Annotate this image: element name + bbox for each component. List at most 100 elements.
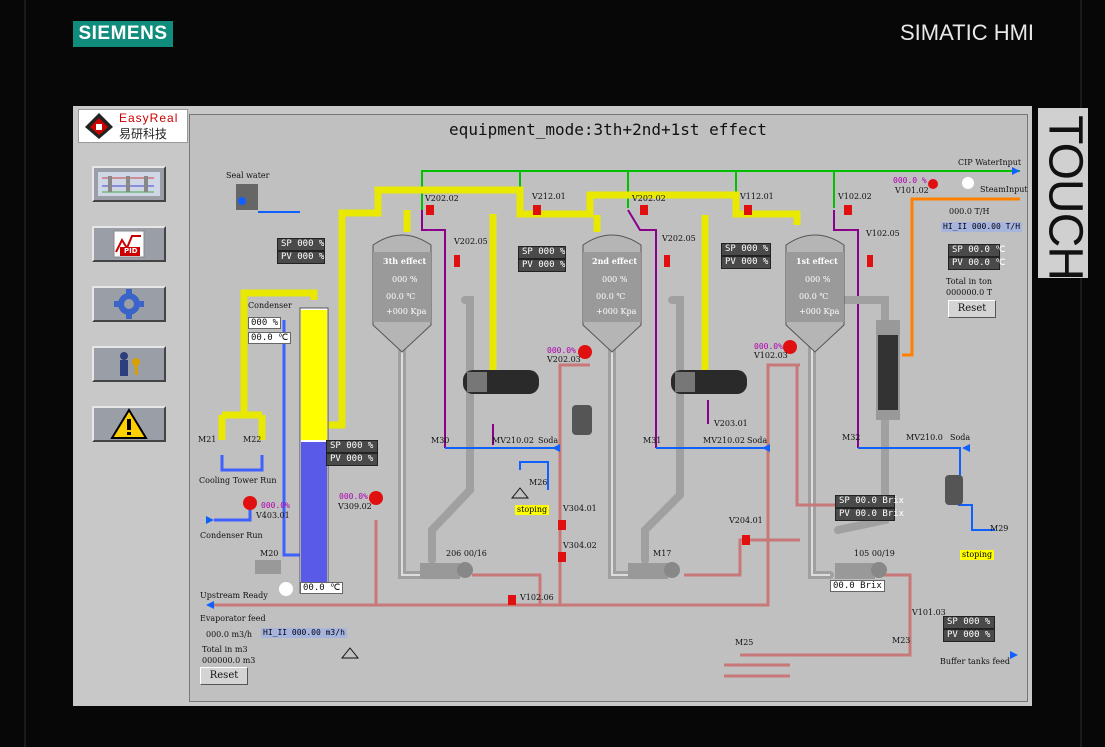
buffer-tanks-feed-label: Buffer tanks feed: [940, 657, 1010, 666]
sp-effect2[interactable]: SP 000 %: [518, 246, 566, 259]
effect1-temp: 00.0 ℃: [799, 292, 829, 301]
motor-m21[interactable]: M21: [198, 435, 217, 444]
effect2-label: 2nd effect: [592, 256, 638, 266]
valve-v304-02[interactable]: V304.02: [563, 541, 597, 550]
pv-steam: PV 00.0 ℃: [948, 257, 1005, 270]
soda-tank-2: [572, 405, 592, 435]
pv-effect2: PV 000 %: [518, 259, 566, 272]
steam-input-label: SteamInput: [980, 185, 1028, 194]
pid-button[interactable]: PID: [92, 226, 166, 262]
pump-3-label[interactable]: 206 00/16: [446, 549, 487, 558]
sp-column[interactable]: SP 000 %: [326, 440, 378, 453]
valve-mv210-02b[interactable]: MV210.02: [703, 436, 745, 445]
logo-mark-icon: [85, 113, 113, 139]
valve-v102-03[interactable]: V102.03: [754, 351, 788, 360]
valve-v204-01[interactable]: V204.01: [729, 516, 763, 525]
valve-v212-01[interactable]: V212.01: [532, 192, 566, 201]
reset-feed-button[interactable]: Reset: [200, 667, 248, 685]
total-ton-value: 000000.0 T: [946, 288, 993, 297]
pump-1-label[interactable]: 105 00/19: [854, 549, 895, 558]
sp-effect1[interactable]: SP 000 %: [721, 243, 771, 256]
motor-m30[interactable]: M30: [431, 436, 450, 445]
cooling-tower-run-label: Cooling Tower Run: [199, 476, 277, 485]
steam-flow: 000.0 T/H: [949, 207, 990, 216]
brix-value: 00.0 Brix: [830, 580, 885, 592]
valve-v403-01[interactable]: V403.01: [256, 511, 290, 520]
siemens-logo: SIEMENS: [73, 21, 173, 47]
soda-label-1: Soda: [950, 433, 971, 442]
motor-m20[interactable]: M20: [260, 549, 279, 558]
valve-v202-03[interactable]: V202.03: [547, 355, 581, 364]
user-login-button[interactable]: [92, 346, 166, 382]
status-stopping-2: stoping: [960, 550, 995, 560]
effect3-level: 000 %: [392, 275, 418, 284]
steam-line: [902, 197, 1020, 357]
pv-brix: PV 00.0 Brix: [835, 508, 904, 521]
valve-group: [243, 179, 938, 605]
valve-v203-01[interactable]: V203.01: [714, 419, 748, 428]
column-temp: 00.0 ℃: [300, 582, 344, 594]
warning-icon: [110, 408, 148, 439]
logo-text-en: EasyReal: [119, 111, 179, 125]
valve-v101-03[interactable]: V101.03: [912, 608, 946, 617]
motor-m31[interactable]: M31: [643, 436, 662, 445]
sp-steam[interactable]: SP 00.0 ℃: [948, 244, 1005, 257]
valve-v101-02[interactable]: V101.02: [895, 186, 929, 195]
pv-column: PV 000 %: [326, 453, 378, 466]
v102-03-pct: 000.0%: [754, 342, 783, 351]
sp-effect3[interactable]: SP 000 %: [277, 238, 325, 251]
v202-03-pct: 000.0%: [547, 346, 576, 355]
valve-v102-05[interactable]: V102.05: [866, 229, 900, 238]
motor-m32[interactable]: M32: [842, 433, 861, 442]
page-title: equipment_mode:3th+2nd+1st effect: [449, 120, 767, 139]
sp-buffer[interactable]: SP 000 %: [943, 616, 995, 629]
user-key-icon: [120, 352, 140, 376]
alarm-button[interactable]: [92, 406, 166, 442]
evaporator-feed-label: Evaporator feed: [200, 614, 266, 623]
valve-mv210-0[interactable]: MV210.0: [906, 433, 943, 442]
upstream-ready-label: Upstream Ready: [200, 591, 268, 600]
evaporator-3: [372, 234, 432, 353]
valve-v202-05b[interactable]: V202.05: [662, 234, 696, 243]
valve-v102-02[interactable]: V102.02: [838, 192, 872, 201]
condenser-level: 000 %: [248, 317, 282, 329]
motor-m26[interactable]: M26: [529, 478, 548, 487]
v403-01-pct: 000.0%: [261, 501, 290, 510]
total-m3-value: 000000.0 m3: [202, 656, 256, 665]
valve-v112-01[interactable]: V112.01: [740, 192, 774, 201]
settings-button[interactable]: [92, 286, 166, 322]
overview-button[interactable]: [92, 166, 166, 202]
condenser-run-label: Condenser Run: [200, 531, 263, 540]
motor-m25[interactable]: M25: [735, 638, 754, 647]
valve-v309-02[interactable]: V309.02: [338, 502, 372, 511]
condenser-label: Condenser: [248, 301, 292, 310]
condenser-column: [299, 307, 329, 594]
seal-water-label: Seal water: [226, 171, 270, 180]
seal-water-tank: [236, 184, 258, 210]
pid-label: PID: [124, 247, 138, 255]
valve-v202-02a[interactable]: V202.02: [425, 194, 459, 203]
soda-tank-1: [945, 475, 963, 505]
total-ton-label: Total in ton: [946, 277, 993, 286]
logo-text-cn: 易研科技: [119, 127, 168, 141]
motor-m29[interactable]: M29: [990, 524, 1009, 533]
feed-info: HI_II 000.00 m3/h: [261, 628, 347, 638]
feed-flow: 000.0 m3/h: [206, 630, 252, 639]
motor-m22[interactable]: M22: [243, 435, 262, 444]
sp-brix[interactable]: SP 00.0 Brix: [835, 495, 904, 508]
valve-v102-06[interactable]: V102.06: [520, 593, 554, 602]
valve-v202-05a[interactable]: V202.05: [454, 237, 488, 246]
valve-mv210-02a[interactable]: MV210.02: [492, 436, 534, 445]
gear-icon: [114, 289, 144, 319]
reset-steam-button[interactable]: Reset: [948, 300, 996, 318]
effect1-label: 1st effect: [796, 256, 838, 266]
motor-m23[interactable]: M23: [892, 636, 911, 645]
pump-2-label[interactable]: M17: [653, 549, 672, 558]
effect2-level: 000 %: [602, 275, 628, 284]
valve-v304-01[interactable]: V304.01: [563, 504, 597, 513]
pv-buffer: PV 000 %: [943, 629, 995, 642]
valve-v202-02b[interactable]: V202.02: [632, 194, 666, 203]
status-stopping-1: stoping: [515, 505, 550, 515]
upstream-indicator-icon: [279, 582, 293, 596]
